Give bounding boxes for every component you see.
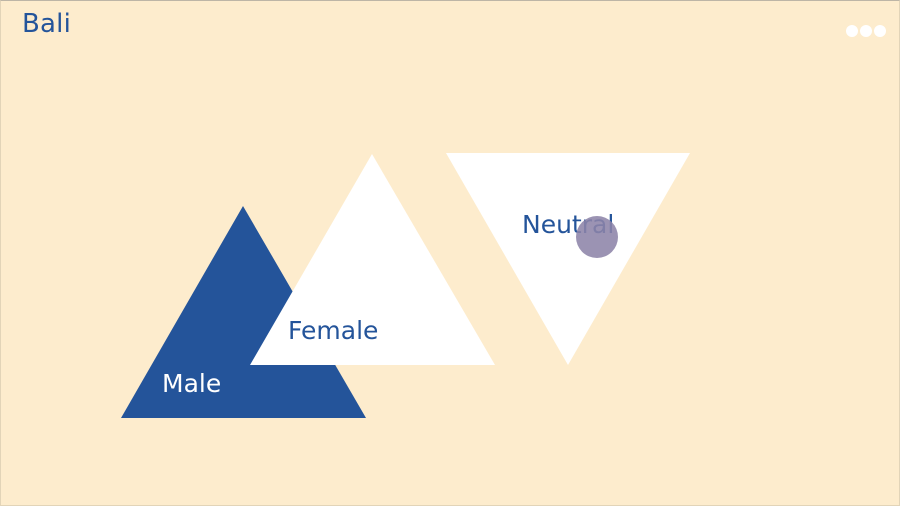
more-menu-button[interactable]	[846, 25, 886, 37]
touch-cursor-indicator	[576, 216, 618, 258]
neutral-option[interactable]	[446, 153, 690, 365]
neutral-triangle[interactable]	[446, 153, 690, 365]
dot-icon	[874, 25, 886, 37]
male-label: Male	[162, 369, 221, 398]
dot-icon	[860, 25, 872, 37]
dot-icon	[846, 25, 858, 37]
female-label: Female	[288, 316, 378, 345]
female-triangle[interactable]	[250, 154, 495, 365]
female-option[interactable]	[250, 154, 495, 365]
page-title: Bali	[22, 9, 72, 39]
